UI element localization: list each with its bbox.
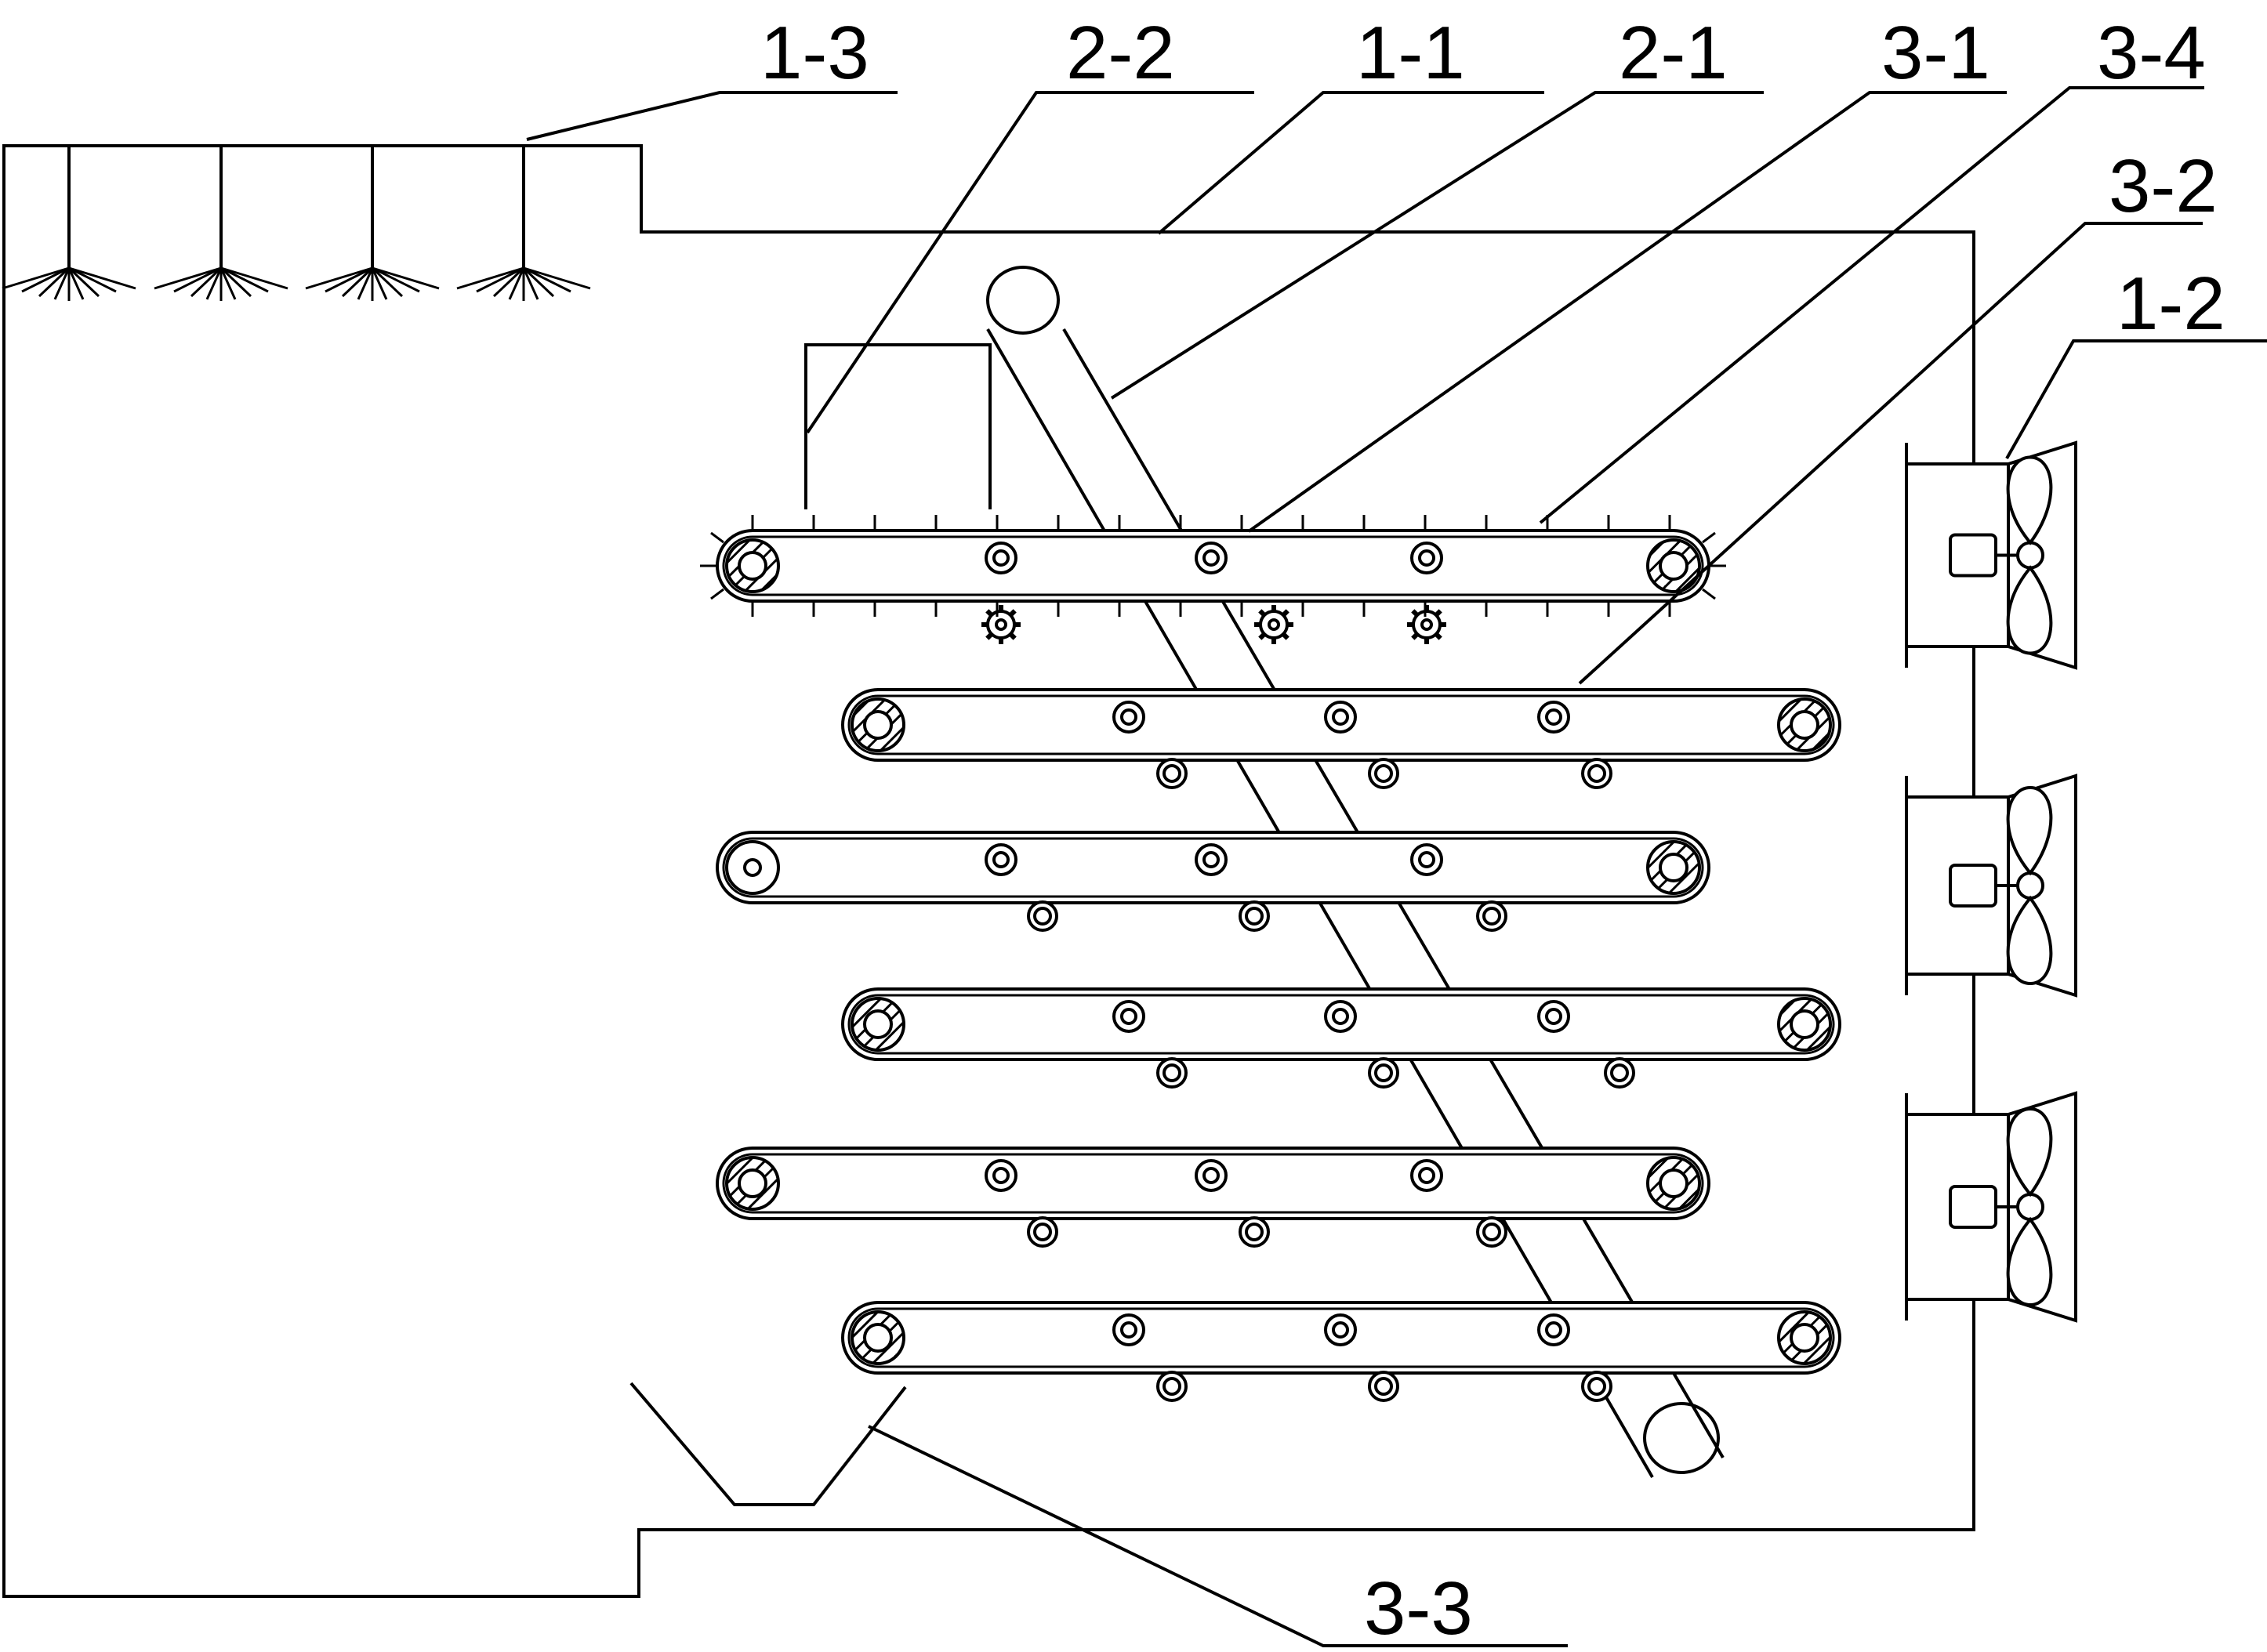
fan-blade-icon: [2006, 1216, 2053, 1307]
spray-nozzle: [305, 146, 440, 301]
spray-nozzles: [2, 146, 591, 301]
fan-blade-icon: [2006, 1107, 2053, 1197]
conveyor-belt: [841, 688, 1841, 789]
motor-icon: [1949, 533, 1997, 578]
fan-blade-icon: [2006, 455, 2053, 545]
conveyor-belt: [700, 515, 1726, 644]
label-3-3: 3-3: [1364, 1567, 1473, 1650]
fan-blade-icon: [2006, 565, 2053, 655]
belt-spikes: [700, 515, 1726, 617]
label-3-1: 3-1: [1881, 11, 1990, 95]
feed-hood: [804, 343, 992, 509]
spray-nozzle: [456, 146, 591, 301]
conveyor-belt: [841, 987, 1841, 1089]
fan-blade-icon: [2006, 785, 2053, 876]
exhaust-fan: [1905, 440, 2077, 670]
exhaust-fan: [1905, 773, 2077, 998]
conveyor-belt: [716, 1147, 1710, 1248]
motor-icon: [1949, 1185, 1997, 1229]
conveyor-belt: [841, 1301, 1841, 1402]
label-1-3: 1-3: [760, 11, 869, 95]
exhaust-fan: [1905, 1091, 2077, 1323]
spray-nozzle: [154, 146, 288, 301]
drying-belts: [700, 515, 1841, 1402]
label-2-2: 2-2: [1066, 11, 1175, 95]
label-3-2: 3-2: [2109, 144, 2218, 228]
leader-lines: [526, 86, 2267, 1647]
gear-icon: [1407, 605, 1446, 644]
spray-nozzle: [2, 146, 136, 301]
label-3-4: 3-4: [2097, 11, 2206, 95]
label-2-1: 2-1: [1619, 11, 1728, 95]
exhaust-fans: [1905, 440, 2077, 1323]
housing-outline: [2, 144, 1975, 1598]
label-1-2: 1-2: [2116, 262, 2225, 346]
conveyor-belt: [716, 831, 1710, 932]
gear-icon: [1254, 605, 1293, 644]
discharge-hopper: [629, 1382, 907, 1506]
label-1-1: 1-1: [1356, 11, 1465, 95]
motor-icon: [1949, 864, 1997, 908]
gear-icon: [981, 605, 1021, 644]
fan-blade-icon: [2006, 895, 2053, 986]
